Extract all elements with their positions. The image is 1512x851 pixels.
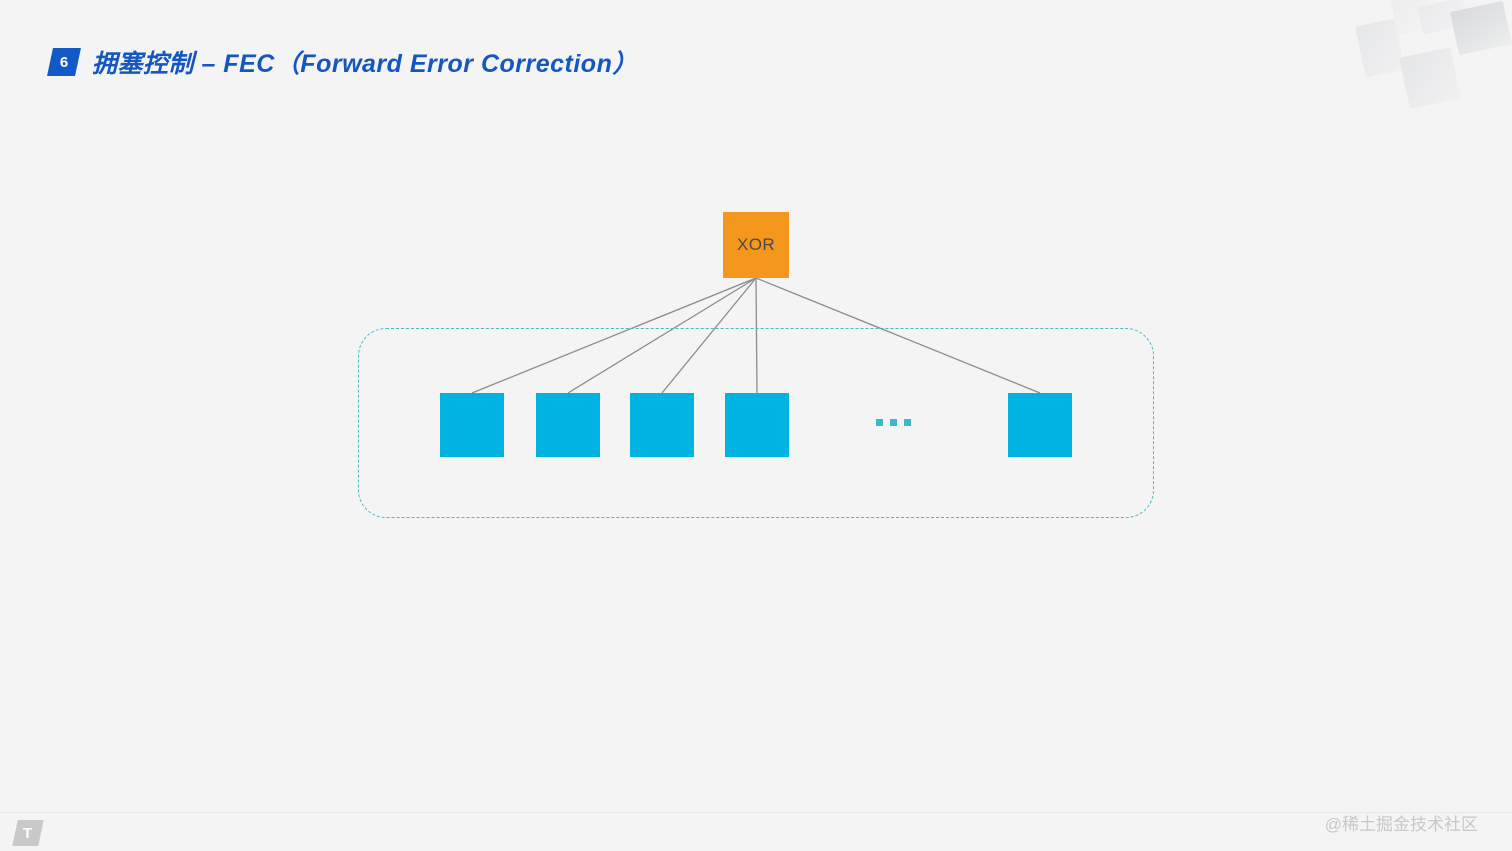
page-title: 拥塞控制 – FEC（Forward Error Correction） [92,50,638,78]
packet-block[interactable] [1008,393,1072,457]
slide-title-row: 6 拥塞控制 – FEC（Forward Error Correction） [47,44,638,80]
packet-block[interactable] [536,393,600,457]
ellipsis-dot [904,419,911,426]
watermark-text: @稀土掘金技术社区 [1324,815,1478,834]
xor-parity-node[interactable]: XOR [723,212,789,278]
ellipsis-dot [876,419,883,426]
packet-group-container [358,328,1154,518]
brand-logo-letter: T [23,824,33,842]
footer-divider [0,812,1512,813]
brand-logo-icon: T [12,820,44,846]
packet-block[interactable] [725,393,789,457]
ellipsis-dot [890,419,897,426]
packet-block[interactable] [440,393,504,457]
xor-node-label: XOR [736,235,776,254]
packet-ellipsis [876,419,911,426]
packet-block[interactable] [630,393,694,457]
